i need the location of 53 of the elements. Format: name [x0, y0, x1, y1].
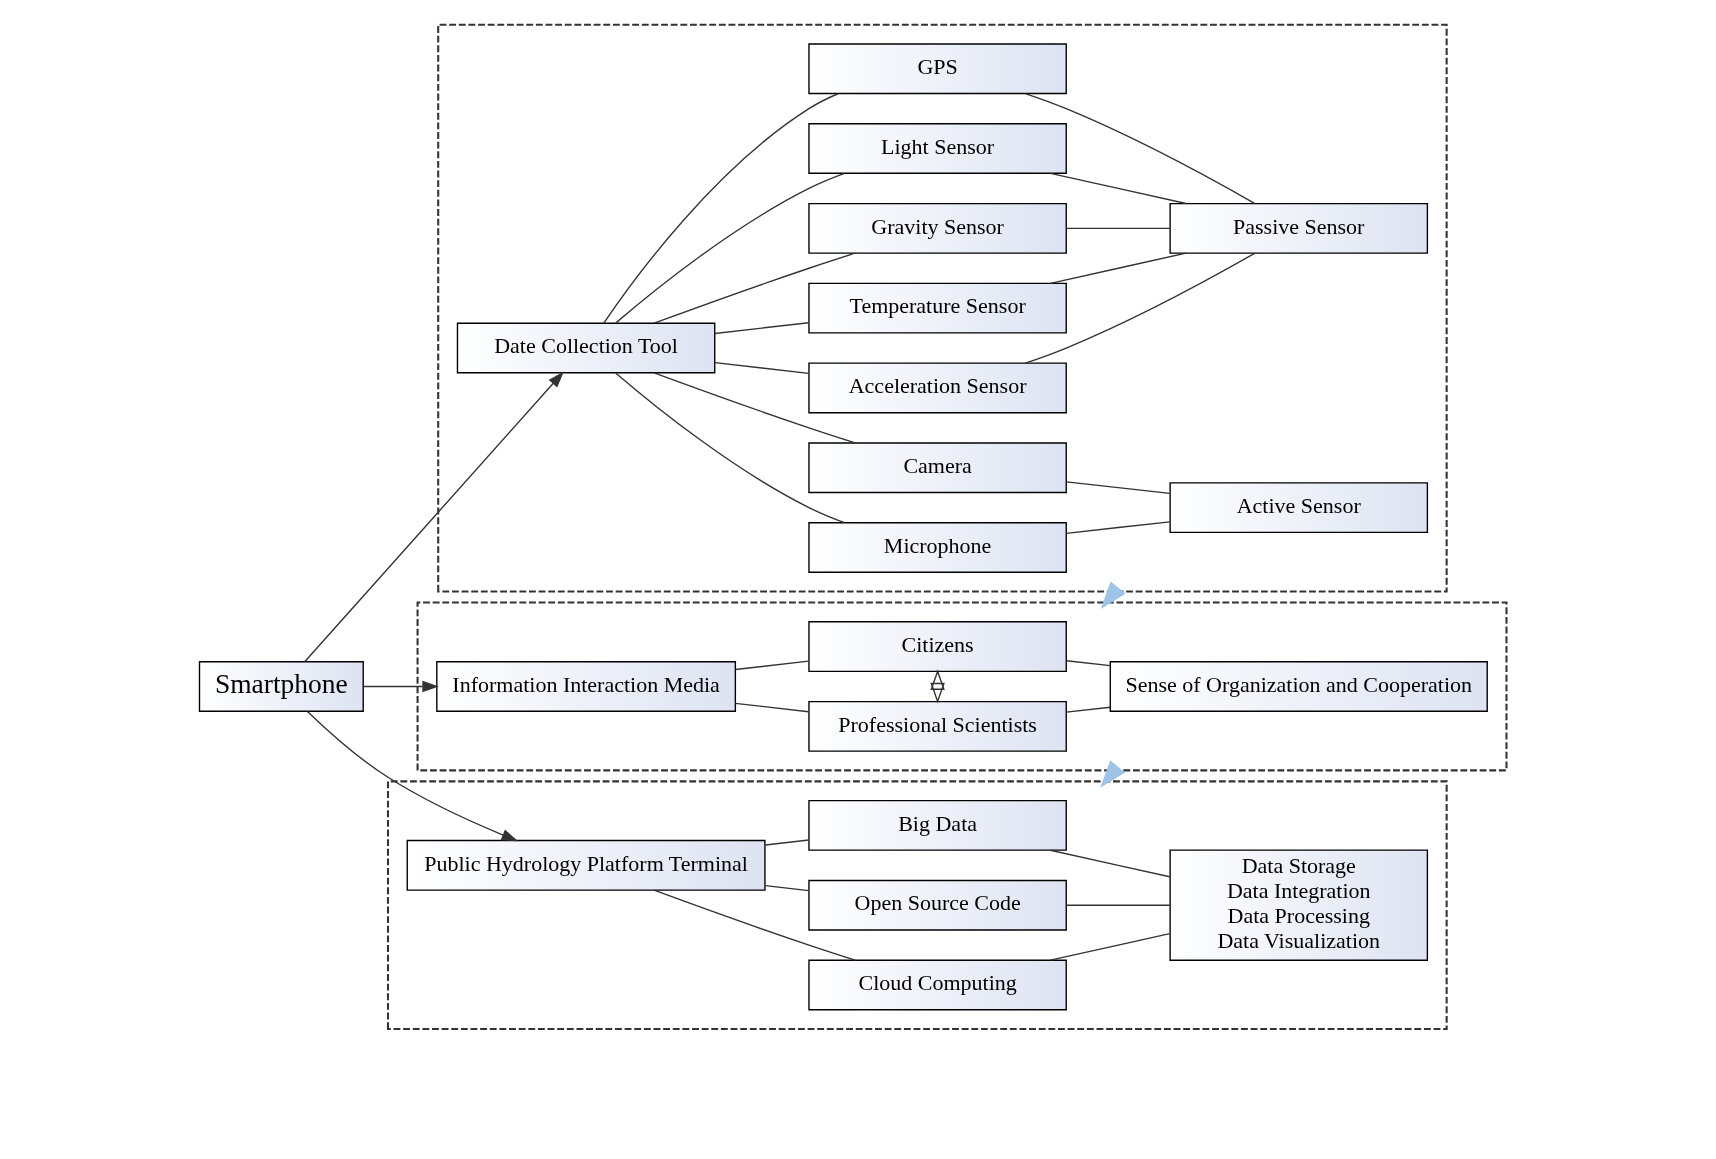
connector: [1024, 92, 1256, 205]
connector: [614, 372, 845, 524]
arrow: [929, 669, 945, 704]
node-box: Sense of Organization and Cooperation: [1109, 661, 1488, 712]
arrow: [1100, 581, 1126, 610]
connector: [764, 884, 809, 892]
connector: [1065, 706, 1111, 713]
connector: [1065, 481, 1170, 495]
cluster: [416, 601, 1507, 772]
node-box: GPS: [807, 43, 1067, 95]
connector: [652, 372, 856, 444]
connector: [713, 322, 809, 335]
arrow: [362, 680, 439, 693]
arrow: [306, 710, 518, 842]
connector: [1065, 521, 1170, 535]
connector: [1049, 172, 1187, 205]
node-box: Open Source Code: [807, 879, 1067, 931]
connector: [1049, 849, 1170, 878]
cluster: [436, 23, 1448, 593]
connector: [1065, 660, 1111, 667]
arrow: [1099, 760, 1125, 788]
connector: [1065, 227, 1170, 229]
connector: [652, 252, 856, 324]
connector: [614, 172, 845, 324]
node-box: Light Sensor: [807, 123, 1067, 174]
connector: [602, 93, 839, 324]
node-box: Date Collection Tool: [456, 322, 715, 374]
node-box: Passive Sensor: [1168, 202, 1428, 254]
node-box: Cloud Computing: [807, 959, 1067, 1011]
connector: [1049, 932, 1170, 961]
node-box: Public Hydrology Platform Terminal: [406, 839, 766, 891]
node-box: Big Data: [807, 799, 1067, 851]
connector: [1024, 252, 1256, 364]
connector: [734, 702, 809, 713]
node-box: Information Interaction Media: [435, 661, 736, 712]
node-box: Professional Scientists: [807, 700, 1067, 752]
cluster: [386, 780, 1448, 1031]
node-box: Gravity Sensor: [807, 202, 1067, 254]
node-box: Smartphone: [198, 661, 364, 712]
node-box: Active Sensor: [1168, 482, 1428, 534]
node-box: Data Storage Data Integration Data Processing Data Visualization: [1168, 849, 1428, 961]
connector: [1065, 904, 1170, 906]
connector: [1049, 252, 1187, 284]
node-box: Temperature Sensor: [807, 282, 1067, 334]
connector: [734, 660, 809, 671]
node-box: Citizens: [807, 621, 1067, 673]
connector: [713, 361, 809, 374]
node-box: Acceleration Sensor: [807, 362, 1067, 414]
node-box: Camera: [807, 442, 1067, 494]
connector: [652, 889, 856, 961]
connector: [764, 839, 809, 846]
node-box: Microphone: [807, 522, 1067, 573]
arrow: [303, 371, 564, 663]
